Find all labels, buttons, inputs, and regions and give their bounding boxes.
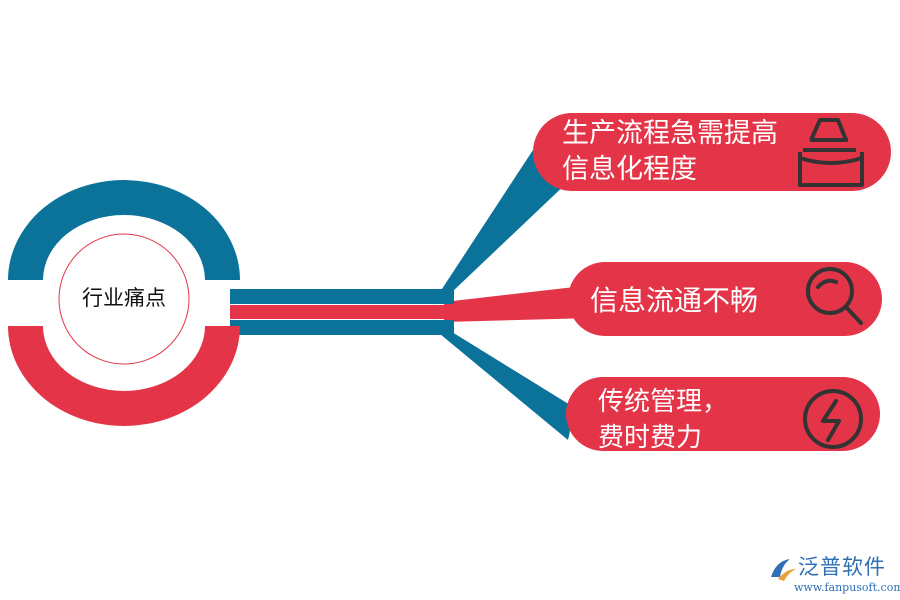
connector-wedge-middle: [444, 285, 592, 322]
branch-pill-2: [568, 262, 882, 336]
connector-wedge-top: [440, 150, 570, 292]
lightning-icon: [803, 389, 863, 449]
branch-text-1: 生产流程急需提高 信息化程度: [562, 116, 778, 188]
branch-text-3-line-1: 传统管理，: [598, 387, 729, 417]
connector-wedge-bottom: [440, 332, 575, 440]
connector-bar-middle: [230, 305, 454, 319]
hub-arc-top: [8, 180, 240, 280]
magnifier-icon: [806, 267, 863, 325]
logo-name: 泛普软件: [798, 555, 886, 579]
branch-text-1-line-2: 信息化程度: [562, 154, 697, 185]
logo-url: www.fanpusoft.com: [794, 581, 900, 594]
branch-text-3: 传统管理， 费时费力: [598, 384, 728, 456]
logo-mark-icon: [771, 559, 796, 581]
branch-pill-3: [566, 377, 880, 451]
branch-text-1-line-1: 生产流程急需提高: [562, 118, 778, 149]
connector-bar-top: [230, 289, 454, 304]
branch-text-2: 信息流通不畅: [590, 284, 759, 317]
hub-arc-bottom: [8, 326, 240, 426]
branch-text-3-line-2: 费时费力: [598, 423, 703, 453]
fanpu-logo: 泛普软件 www.fanpusoft.com: [768, 553, 900, 597]
hub-circle: [58, 233, 190, 365]
cake-icon: [798, 118, 864, 187]
connector-bar-bottom: [230, 320, 454, 335]
hub-label: 行业痛点: [82, 286, 166, 310]
